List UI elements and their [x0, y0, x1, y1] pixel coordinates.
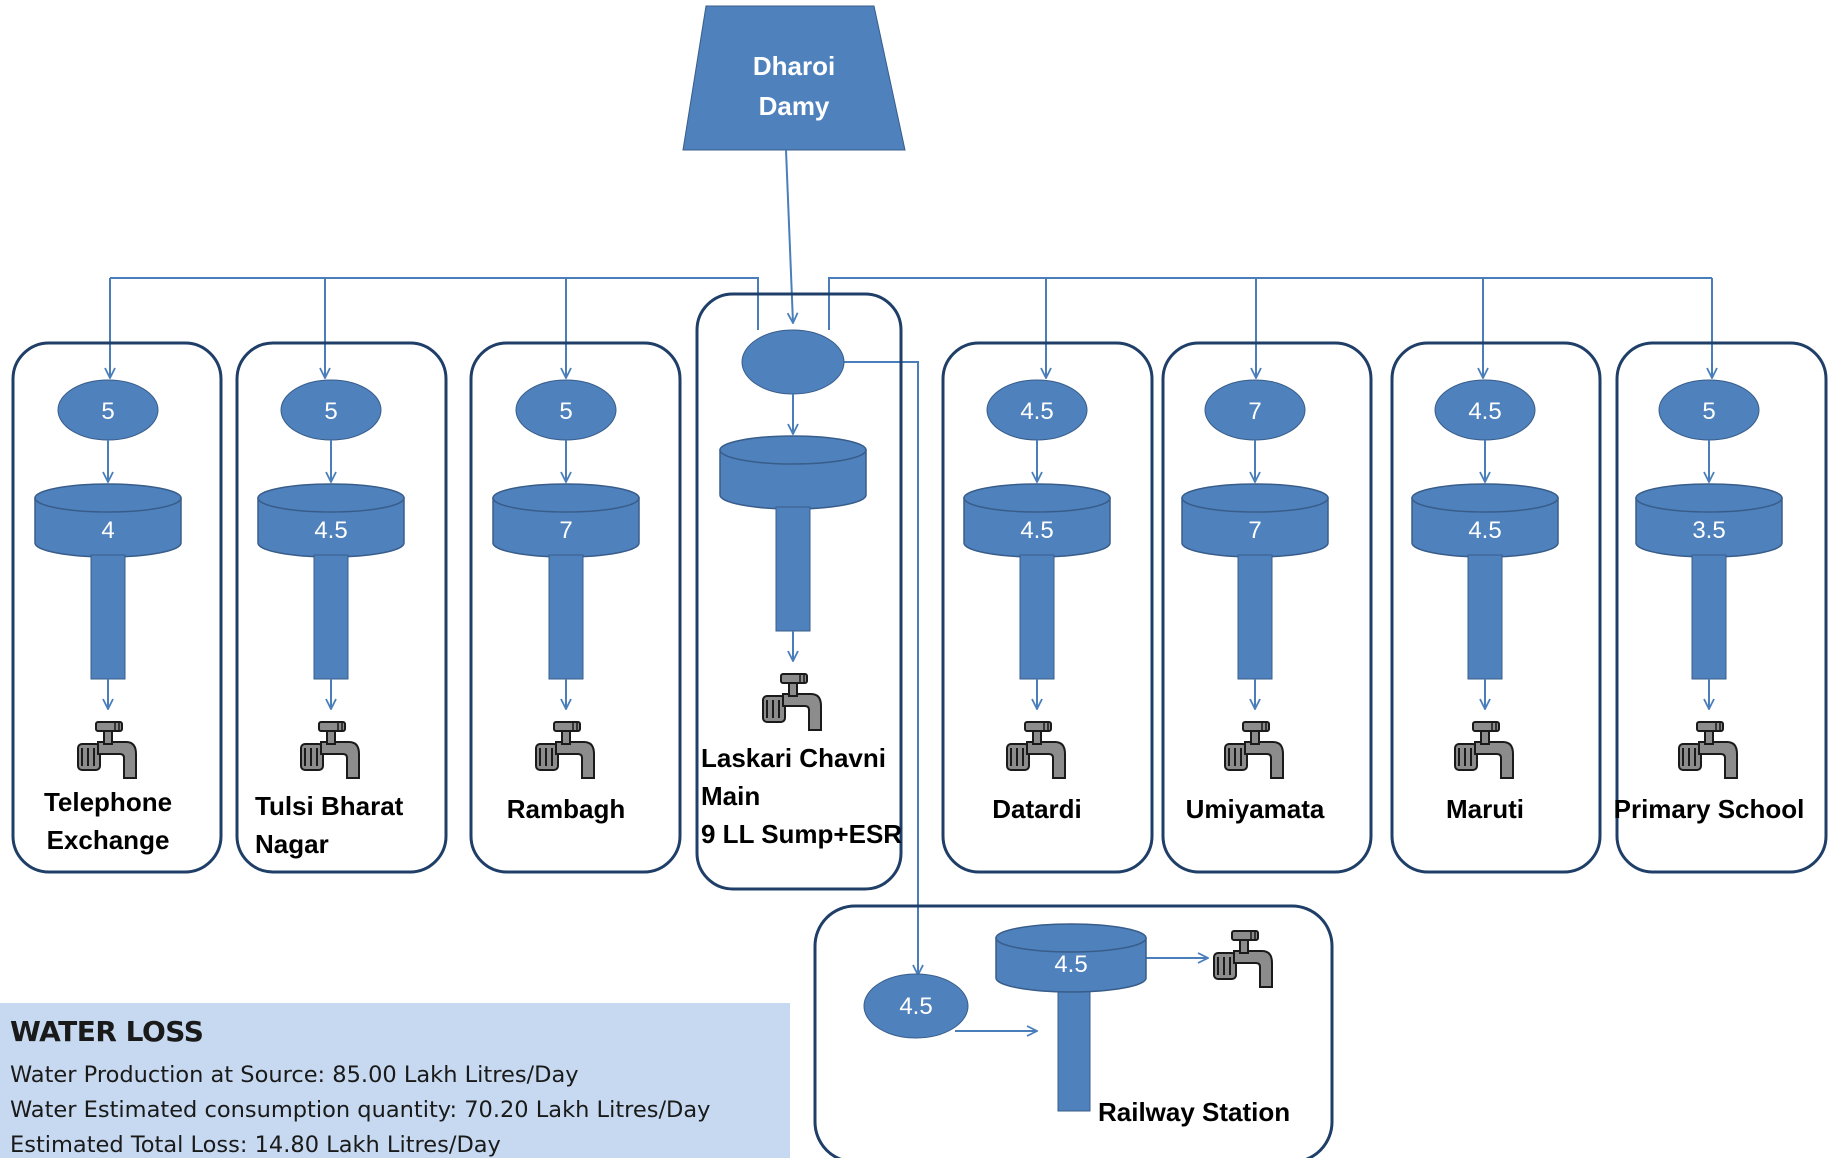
esr-value: 7: [559, 517, 572, 544]
esr-top: [963, 483, 1111, 513]
sump-ellipse: [741, 329, 845, 395]
esr-top: [1411, 483, 1559, 513]
node-label-line: Laskari Chavni: [701, 743, 886, 773]
railway-node: 4.5 4.5 Railway Station: [813, 904, 1334, 1158]
railway-esr-top: [995, 923, 1147, 953]
esr-value: 4.5: [1468, 517, 1501, 544]
water-tap-icon: [1006, 721, 1066, 779]
node-frame: [1615, 341, 1828, 874]
node-label-line: Maruti: [1446, 794, 1524, 824]
node-label-line: Main: [701, 781, 760, 811]
water-tap-icon: [762, 673, 822, 731]
node-frame: [941, 341, 1154, 874]
node-frame: [1161, 341, 1373, 874]
node-frame: [1390, 341, 1602, 874]
water-production-line: Water Production at Source: 85.00 Lakh L…: [10, 1062, 579, 1088]
water-tap-icon: [1224, 721, 1284, 779]
left-header-line: [110, 277, 759, 330]
node-label-line: Primary School: [1614, 794, 1805, 824]
feed-railway-station: [842, 361, 918, 975]
node-label-line: Rambagh: [507, 794, 625, 824]
railway-esr-tank: [995, 937, 1147, 993]
node-label-line: Nagar: [255, 829, 329, 859]
railway-esr-stem: [1057, 985, 1091, 1112]
esr-stem: [1237, 554, 1273, 680]
sump-value: 5: [1702, 398, 1715, 425]
esr-value: 4.5: [314, 517, 347, 544]
water-tap-icon: [300, 721, 360, 779]
node-frame: [235, 341, 448, 874]
esr-stem: [1019, 554, 1055, 680]
water-tap-icon: [1213, 930, 1273, 988]
node-frame: [695, 292, 903, 891]
sump-value: 4.5: [1020, 398, 1053, 425]
dam-label-line2: Damy: [759, 91, 830, 121]
dam-label-line1: Dharoi: [753, 51, 835, 81]
node-label-line: Exchange: [47, 825, 170, 855]
node-label-line: Datardi: [992, 794, 1082, 824]
water-tap-icon: [1678, 721, 1738, 779]
railway-esr-value: 4.5: [1054, 951, 1087, 978]
esr-top: [492, 483, 640, 513]
node-frame: [469, 341, 682, 874]
water-loss-panel: WATER LOSS Water Production at Source: 8…: [0, 1003, 790, 1158]
water-loss-line: Estimated Total Loss: 14.80 Lakh Litres/…: [10, 1132, 501, 1158]
esr-stem: [548, 554, 584, 680]
water-tap-icon: [1454, 721, 1514, 779]
sump-value: 5: [324, 398, 337, 425]
esr-top: [719, 435, 867, 465]
water-tap-icon: [77, 721, 137, 779]
esr-stem: [90, 554, 126, 680]
esr-value: 3.5: [1692, 517, 1725, 544]
water-tap-icon: [535, 721, 595, 779]
sump-value: 5: [101, 398, 114, 425]
esr-stem: [313, 554, 349, 680]
esr-top: [1635, 483, 1783, 513]
railway-sump: [863, 973, 969, 1039]
node-label-line: Umiyamata: [1186, 794, 1325, 824]
esr-value: 7: [1248, 517, 1261, 544]
sump-value: 4.5: [1468, 398, 1501, 425]
dam-shape: [682, 5, 906, 151]
sump-value: 7: [1248, 398, 1261, 425]
source-dam: Dharoi Damy: [682, 5, 906, 151]
railway-label: Railway Station: [1098, 1097, 1290, 1127]
node-frame: [11, 341, 223, 874]
esr-stem: [1691, 554, 1727, 680]
railway-sump-value: 4.5: [899, 993, 932, 1020]
esr-value: 4.5: [1020, 517, 1053, 544]
railway-frame: [813, 904, 1334, 1158]
esr-stem: [1467, 554, 1503, 680]
water-consumption-line: Water Estimated consumption quantity: 70…: [10, 1097, 711, 1123]
node-label-line: Tulsi Bharat: [255, 791, 404, 821]
esr-top: [34, 483, 182, 513]
right-header-line: [828, 277, 1712, 330]
esr-value: 4: [101, 517, 114, 544]
sump-value: 5: [559, 398, 572, 425]
node-label-line: Telephone: [44, 787, 172, 817]
esr-stem: [775, 506, 811, 632]
distribution-lines: [110, 149, 1712, 1031]
node-label-line: 9 LL Sump+ESR: [701, 819, 902, 849]
esr-top: [1181, 483, 1329, 513]
esr-top: [257, 483, 405, 513]
water-loss-title: WATER LOSS: [10, 1015, 204, 1048]
main-feed-line: [785, 149, 793, 323]
